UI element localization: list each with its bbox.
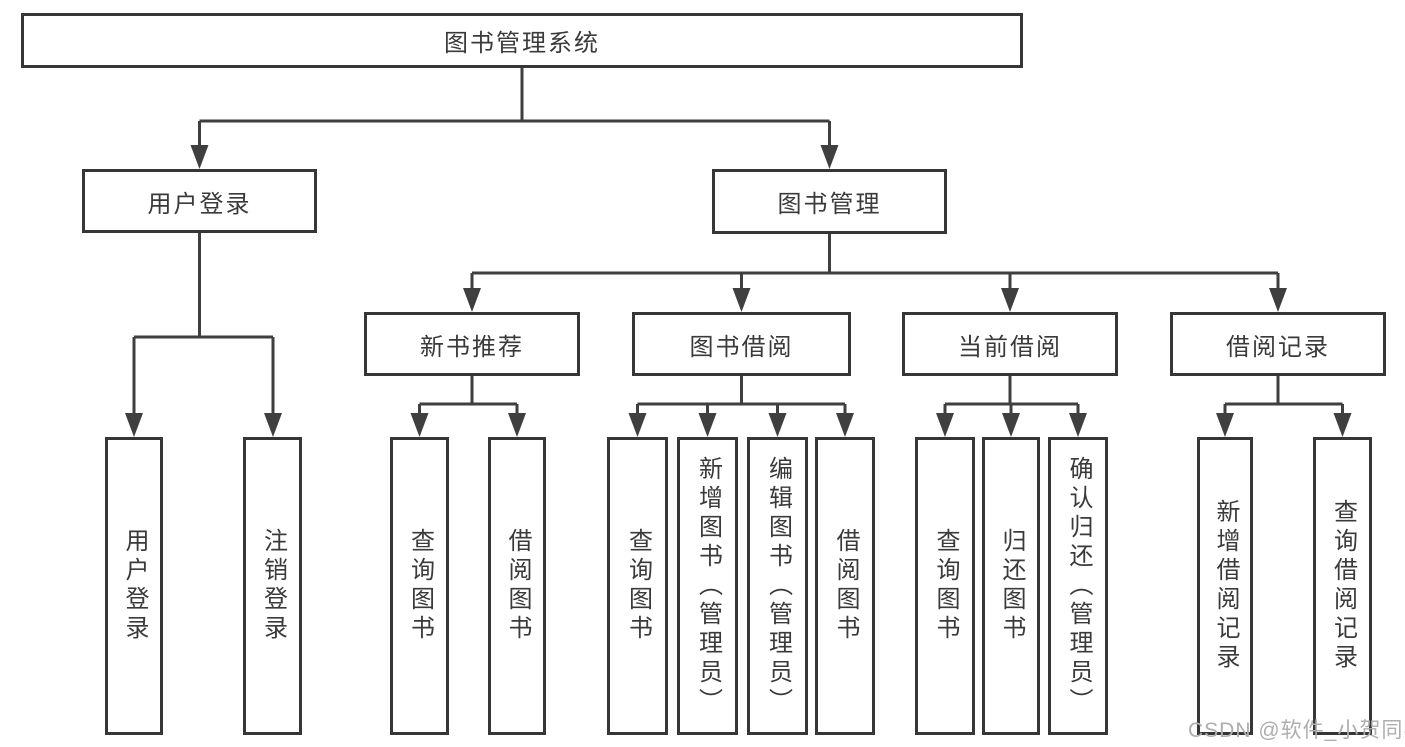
node-label: 借阅记录 (1226, 333, 1330, 361)
node-label: 编辑图书（管理员） (764, 455, 792, 717)
node-label: 图书借阅 (689, 333, 794, 361)
node-logout: 注销登录 (243, 437, 302, 735)
node-root-system: 图书管理系统 (21, 13, 1023, 68)
node-return-books: 归还图书 (982, 437, 1040, 735)
node-label: 当前借阅 (958, 333, 1062, 361)
node-label: 新书推荐 (420, 333, 524, 361)
node-label: 图书管理 (777, 191, 882, 218)
node-borrow-books-1: 借阅图书 (488, 437, 546, 735)
node-user-login: 用户登录 (82, 169, 317, 233)
csdn-watermark: CSDN @软件_小贺同学 (1188, 719, 1405, 742)
node-label: 查询图书 (932, 528, 959, 644)
node-label: 查询图书 (624, 528, 652, 644)
node-label: 新增图书（管理员） (694, 455, 722, 717)
node-borrowing-records: 借阅记录 (1170, 312, 1386, 376)
node-query-books-2: 查询图书 (607, 437, 668, 735)
node-label: 查询借阅记录 (1329, 499, 1357, 673)
node-label: 查询图书 (406, 528, 434, 644)
node-add-books-admin: 新增图书（管理员） (677, 437, 738, 735)
node-label: 借阅图书 (832, 528, 859, 644)
node-label: 新增借阅记录 (1212, 499, 1239, 673)
node-edit-books-admin: 编辑图书（管理员） (747, 437, 808, 735)
node-book-management: 图书管理 (712, 169, 947, 234)
node-query-borrow-record: 查询借阅记录 (1313, 437, 1372, 735)
node-book-borrowing: 图书借阅 (632, 312, 851, 376)
node-new-book-recommend: 新书推荐 (364, 312, 580, 376)
node-label: 用户登录 (121, 528, 148, 644)
node-query-books-1: 查询图书 (390, 437, 449, 735)
node-current-borrowing: 当前借阅 (902, 312, 1118, 376)
node-label: 注销登录 (259, 528, 287, 644)
node-confirm-return-admin: 确认归还（管理员） (1048, 437, 1108, 735)
node-borrow-books-2: 借阅图书 (815, 437, 875, 735)
node-label: 用户登录 (147, 190, 252, 218)
node-label: 借阅图书 (504, 528, 531, 644)
node-label: 图书管理系统 (444, 30, 600, 57)
arrowheads (125, 145, 1352, 437)
node-user-login-leaf: 用户登录 (105, 437, 163, 735)
node-label: 归还图书 (998, 528, 1025, 644)
node-label: 确认归还（管理员） (1065, 455, 1092, 717)
node-add-borrow-record: 新增借阅记录 (1197, 437, 1253, 735)
node-query-books-3: 查询图书 (915, 437, 975, 735)
